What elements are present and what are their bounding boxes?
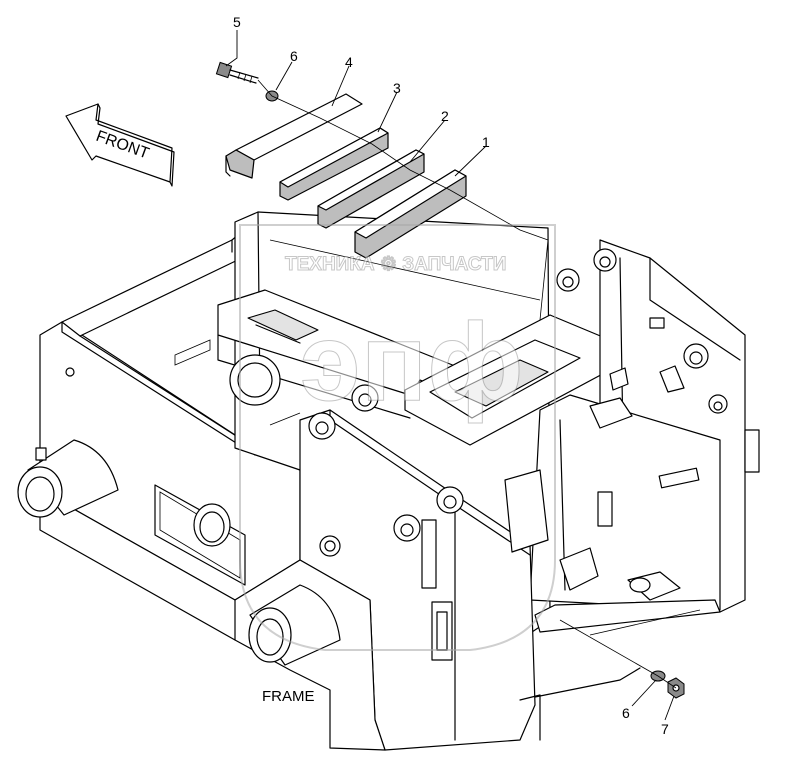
callout-leaders <box>225 30 675 721</box>
callout-6-bottom: 6 <box>622 705 630 721</box>
callout-7: 7 <box>661 721 669 737</box>
callout-labels: 5 6 4 3 2 1 6 7 <box>233 14 669 737</box>
callout-6-top: 6 <box>290 48 298 64</box>
exploded-parts <box>215 61 685 699</box>
watermark: ТЕХНИКА ⚙ ЗАПЧАСТИ эпф <box>239 224 556 651</box>
callout-4: 4 <box>345 54 353 70</box>
diagram-caption: FRAME <box>262 688 315 705</box>
watermark-mark: эпф <box>300 301 523 424</box>
callout-2: 2 <box>441 108 449 124</box>
callout-3: 3 <box>393 80 401 96</box>
watermark-label: ТЕХНИКА ⚙ ЗАПЧАСТИ <box>285 254 506 275</box>
callout-5: 5 <box>233 14 241 30</box>
part-5-bolt <box>215 61 259 84</box>
front-arrow: FRONT <box>65 103 175 187</box>
callout-1: 1 <box>482 134 490 150</box>
machine-frame <box>17 211 760 751</box>
